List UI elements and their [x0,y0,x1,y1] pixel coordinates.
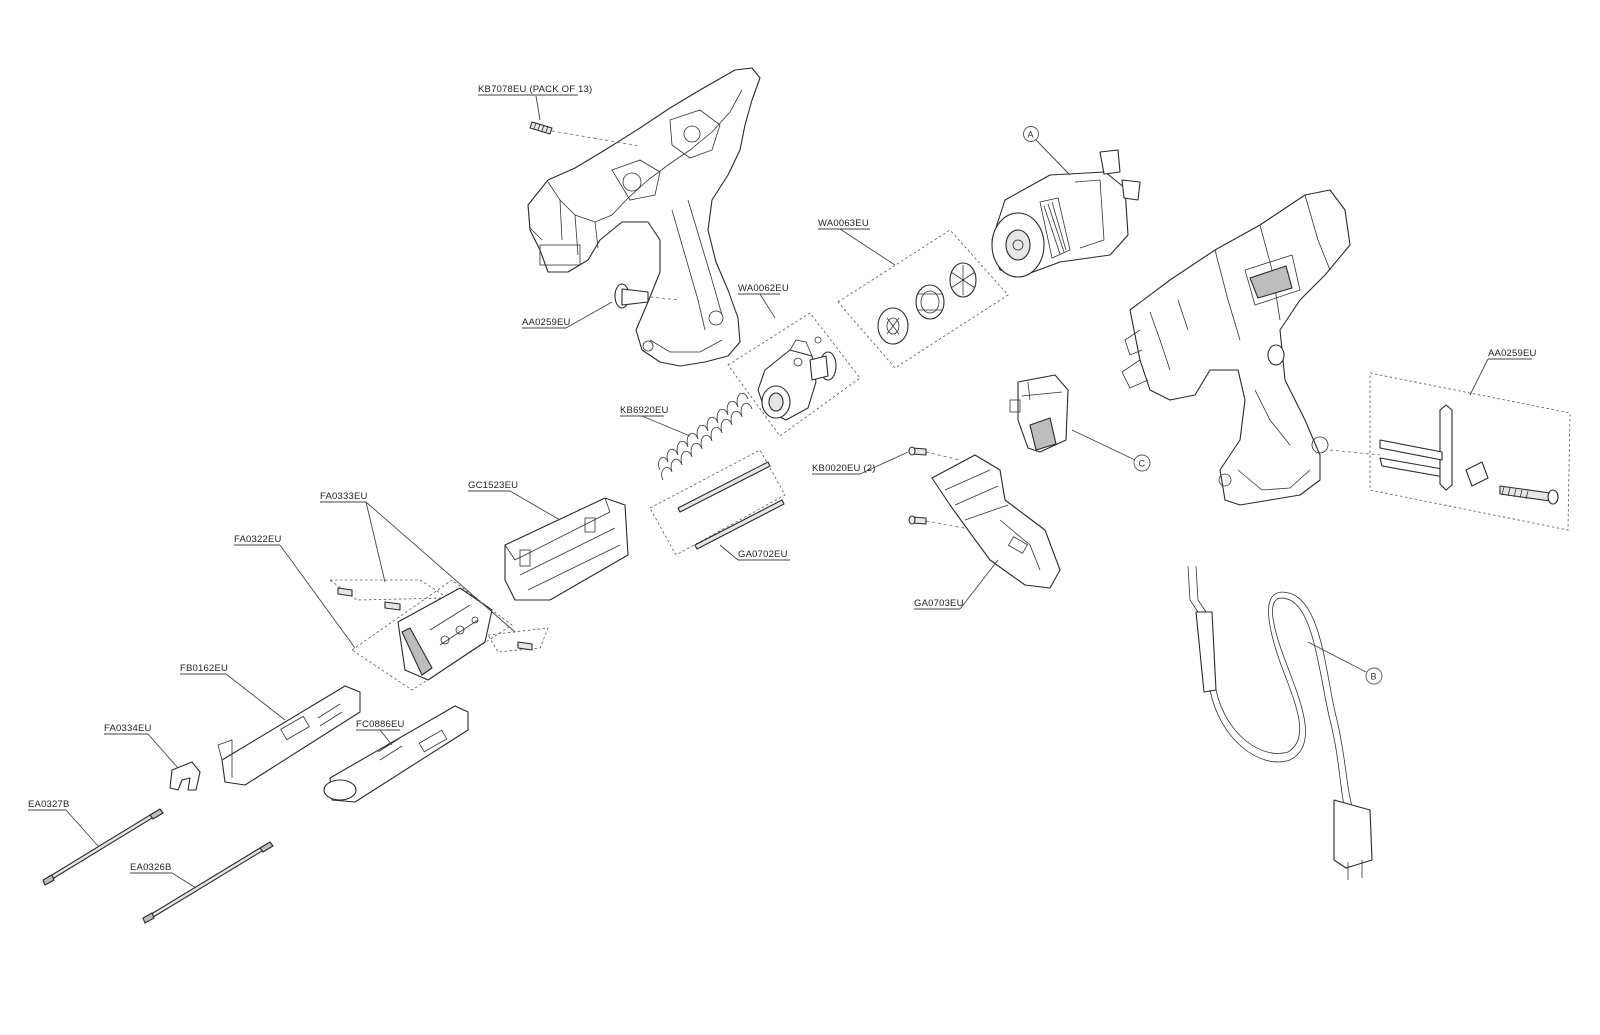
spring-kb6920 [658,392,753,481]
label-wa0063: WA0063EU [818,218,869,229]
wa0063-box [837,229,1009,369]
nose-gc1523 [504,497,629,601]
power-cord [1187,565,1373,880]
label-aa0259-left: AA0259EU [522,317,571,328]
label-kb7078: KB7078EU (PACK OF 13) [478,84,592,95]
label-ea0326b: EA0326B [130,862,172,873]
depth-adjuster-fa0322 [397,587,493,681]
motor-assembly [991,149,1141,278]
ga0702-box [649,449,786,556]
label-gc1523: GC1523EU [468,480,518,491]
label-fa0333: FA0333EU [320,491,368,502]
aa0259-box-right [1369,372,1571,531]
gear-set-wa0063 [877,262,977,345]
label-kb0020: KB0020EU (2) [812,463,876,474]
fa0322-box [351,579,513,691]
label-wa0062: WA0062EU [738,283,789,294]
bit-ea0326b [142,841,274,924]
assembled-screwdriver [1121,189,1351,506]
rods-ga0702 [677,461,785,550]
callout-a-text: A [1028,130,1034,140]
trigger-housing-ga0703 [931,454,1061,589]
label-aa0259-right: AA0259EU [1488,348,1537,359]
label-ea0327b: EA0327B [28,799,70,810]
guide-fb0162 [217,685,361,786]
fa0333-box-bottom [487,627,549,653]
gearbox-wa0062 [757,336,837,421]
callout-a [1023,126,1039,142]
label-fa0334: FA0334EU [104,723,152,734]
callout-c-text: C [1139,459,1146,469]
callout-c [1133,454,1151,472]
label-kb6920: KB6920EU [620,405,669,416]
screws-fa0333 [337,587,533,651]
label-fc0886: FC0886EU [356,719,405,730]
label-fa0322: FA0322EU [234,534,282,545]
bit-ea0327b [42,808,164,886]
pin-aa0259-left [614,283,681,309]
screws-kb0020 [908,446,976,531]
label-ga0703: GA0703EU [914,598,964,609]
callout-b-text: B [1371,672,1377,682]
switch-assembly [1009,374,1069,453]
belt-hook-aa0259 [1329,404,1559,505]
label-ga0702: GA0702EU [738,549,788,560]
guide-fc0886 [323,705,469,803]
clip-fa0334 [169,761,201,791]
label-fb0162: FB0162EU [180,663,228,674]
callout-b [1365,667,1383,685]
left-housing-half [527,67,761,367]
wa0062-box [727,312,861,437]
screw-kb7078 [529,121,641,147]
